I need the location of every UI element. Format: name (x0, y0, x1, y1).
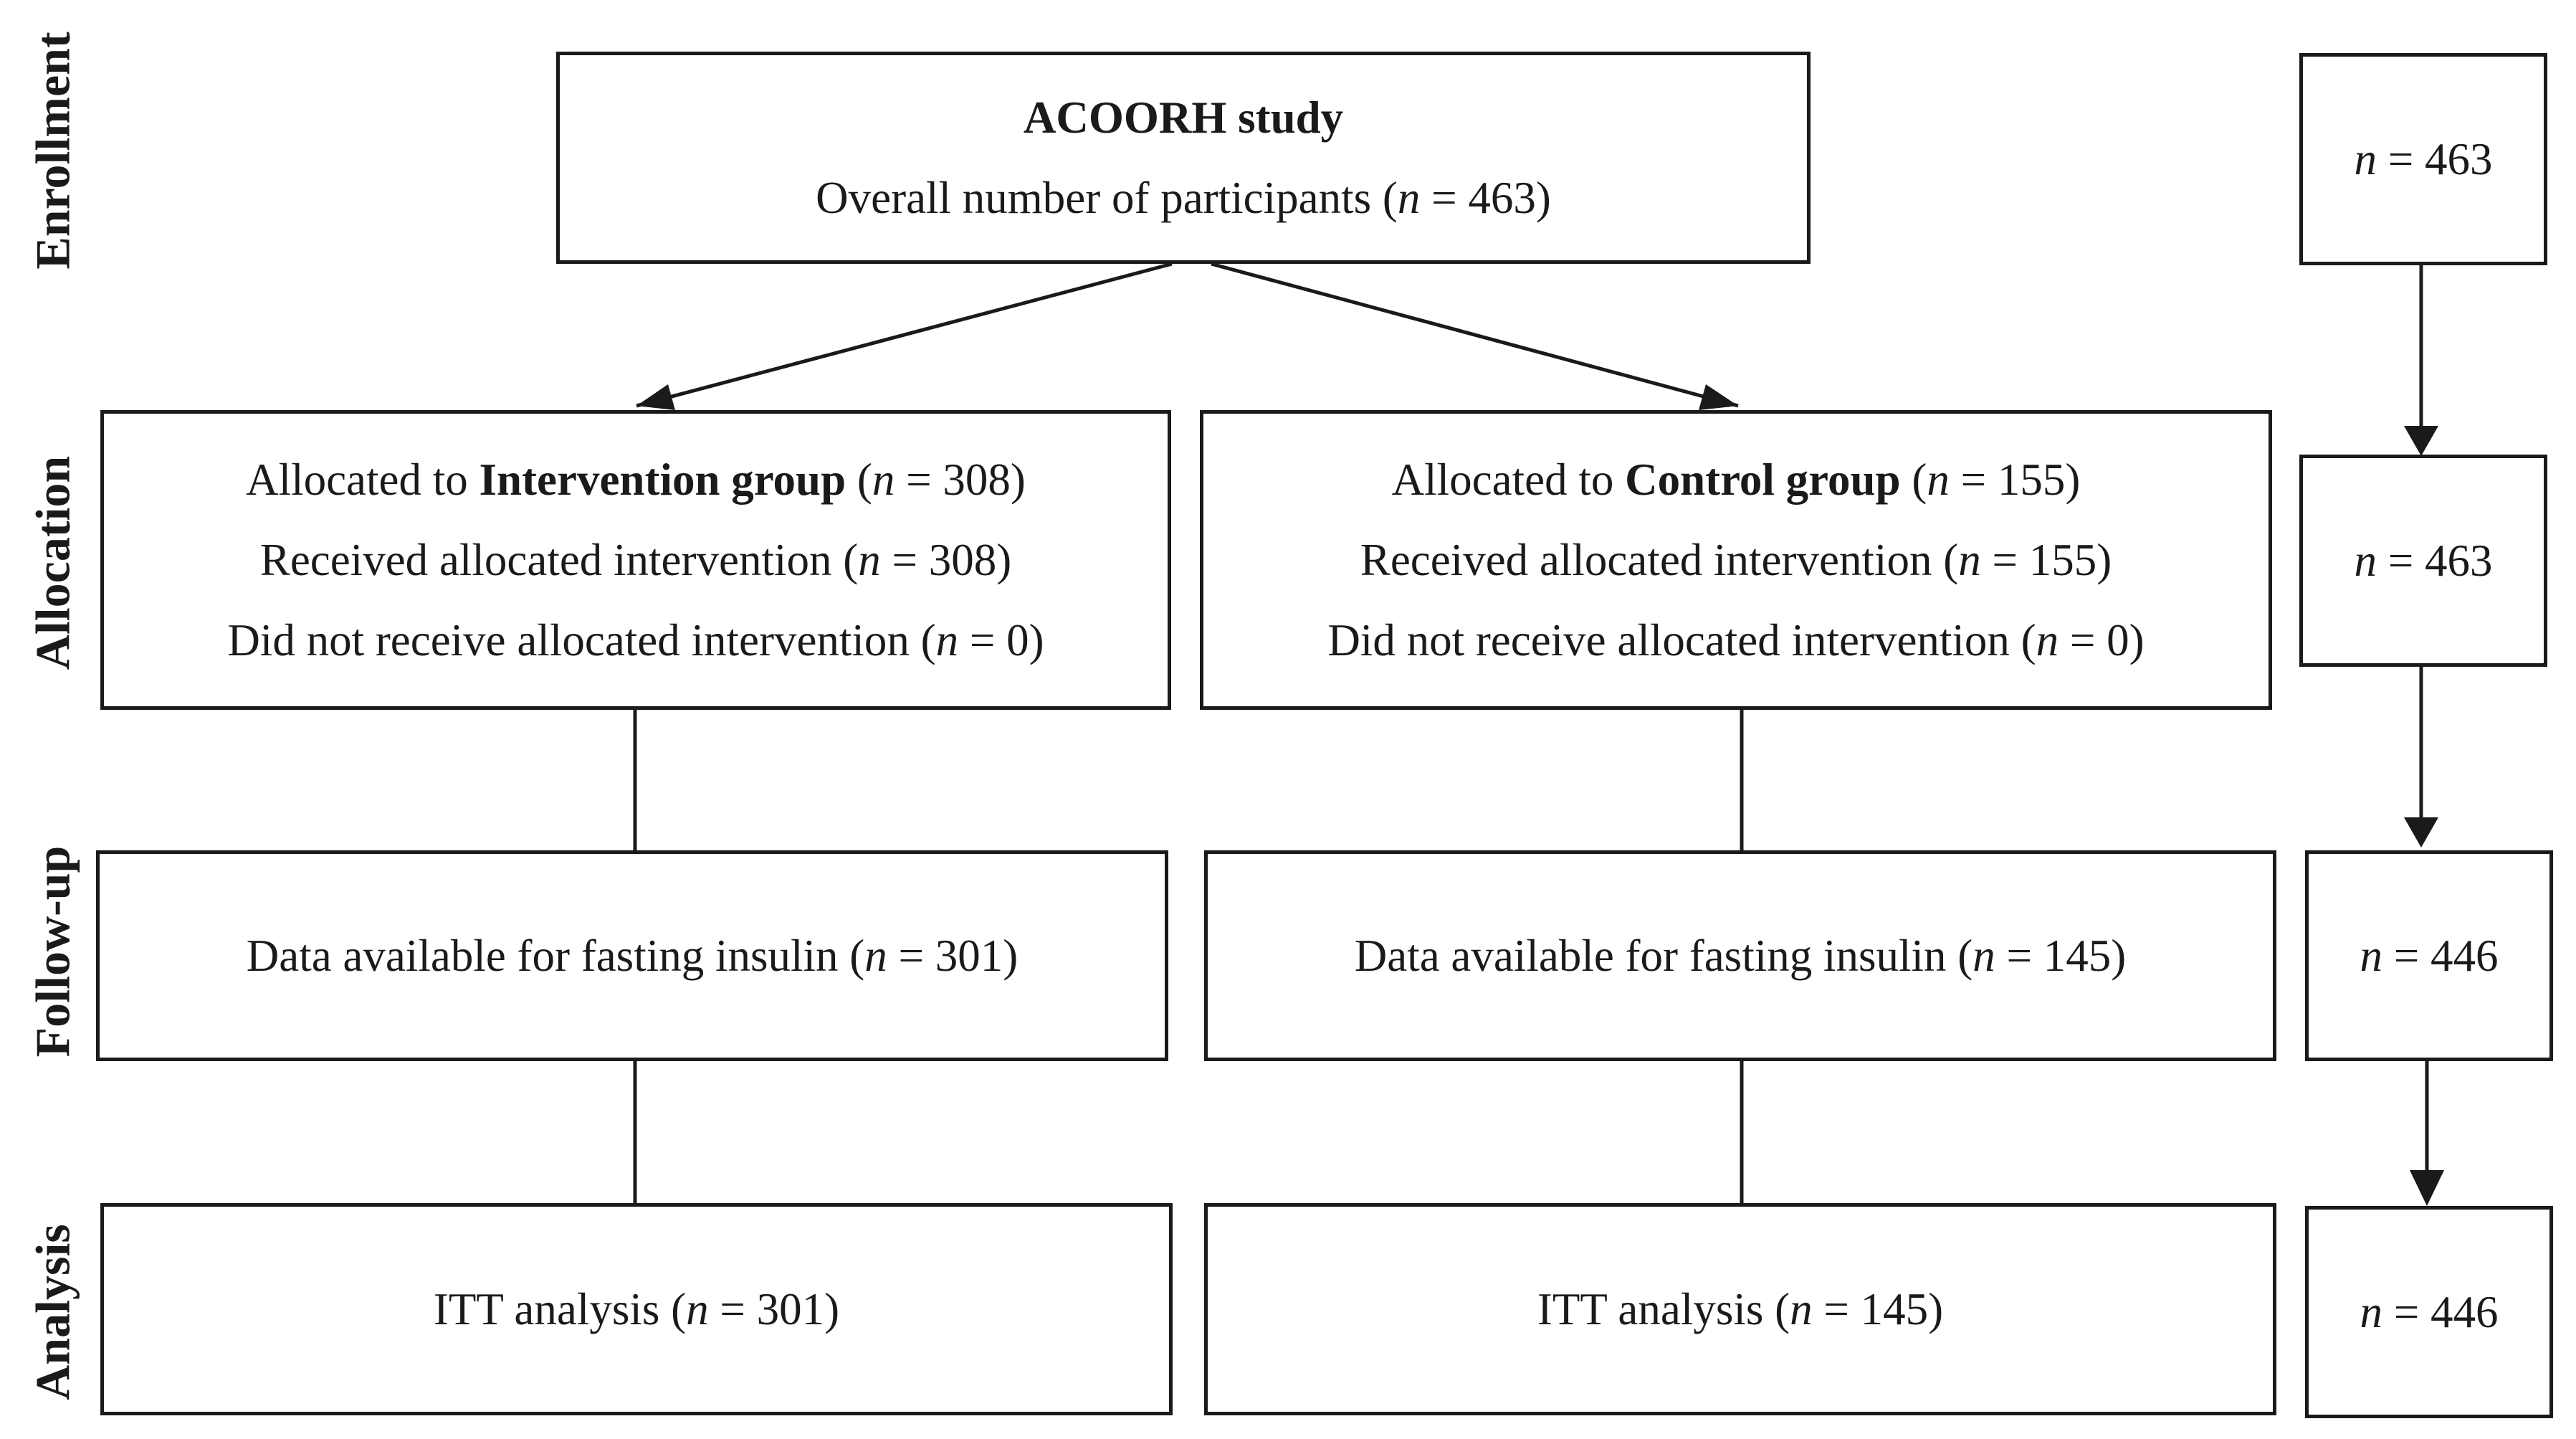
total-followup-text: n = 446 (2360, 930, 2499, 981)
arrowhead-total-3 (2410, 1170, 2444, 1206)
total-enrollment-text: n = 463 (2354, 133, 2493, 184)
study-title: ACOORH study (1023, 92, 1344, 143)
intervention-analysis-text: ITT analysis (n = 301) (433, 1283, 840, 1334)
arrow-to-control (1211, 262, 1739, 408)
intervention-analysis-box: ITT analysis (n = 301) (100, 1203, 1173, 1415)
control-followup-text: Data available for fasting insulin (n = … (1354, 930, 2127, 981)
total-box-enrollment: n = 463 (2299, 53, 2547, 265)
control-analysis-box: ITT analysis (n = 145) (1204, 1203, 2276, 1415)
control-not-received: Did not receive allocated intervention (… (1327, 615, 2145, 666)
control-followup-box: Data available for fasting insulin (n = … (1204, 850, 2276, 1061)
control-allocation-box: Allocated to Control group (n = 155) Rec… (1200, 410, 2272, 710)
enrollment-box: ACOORH study Overall number of participa… (556, 52, 1811, 264)
arrowhead-control (1699, 384, 1738, 410)
total-box-allocation: n = 463 (2299, 455, 2547, 667)
arrowhead-total-1 (2404, 426, 2438, 456)
total-box-analysis: n = 446 (2305, 1206, 2553, 1418)
arrowhead-total-2 (2404, 817, 2438, 847)
intervention-allocated: Allocated to Intervention group (n = 308… (246, 454, 1026, 505)
arrowhead-intervention (636, 384, 675, 410)
intervention-followup-box: Data available for fasting insulin (n = … (96, 850, 1168, 1061)
intervention-received: Received allocated intervention (n = 308… (259, 534, 1012, 585)
intervention-not-received: Did not receive allocated intervention (… (227, 615, 1044, 666)
total-analysis-text: n = 446 (2360, 1286, 2499, 1337)
control-received: Received allocated intervention (n = 155… (1360, 534, 2112, 585)
total-box-followup: n = 446 (2305, 850, 2553, 1061)
intervention-allocation-box: Allocated to Intervention group (n = 308… (100, 410, 1171, 710)
control-analysis-text: ITT analysis (n = 145) (1537, 1283, 1944, 1334)
arrow-to-intervention (636, 262, 1173, 408)
intervention-followup-text: Data available for fasting insulin (n = … (246, 930, 1019, 981)
overall-participants: Overall number of participants (n = 463) (816, 173, 1551, 223)
control-allocated: Allocated to Control group (n = 155) (1391, 454, 2081, 505)
total-allocation-text: n = 463 (2354, 535, 2493, 586)
